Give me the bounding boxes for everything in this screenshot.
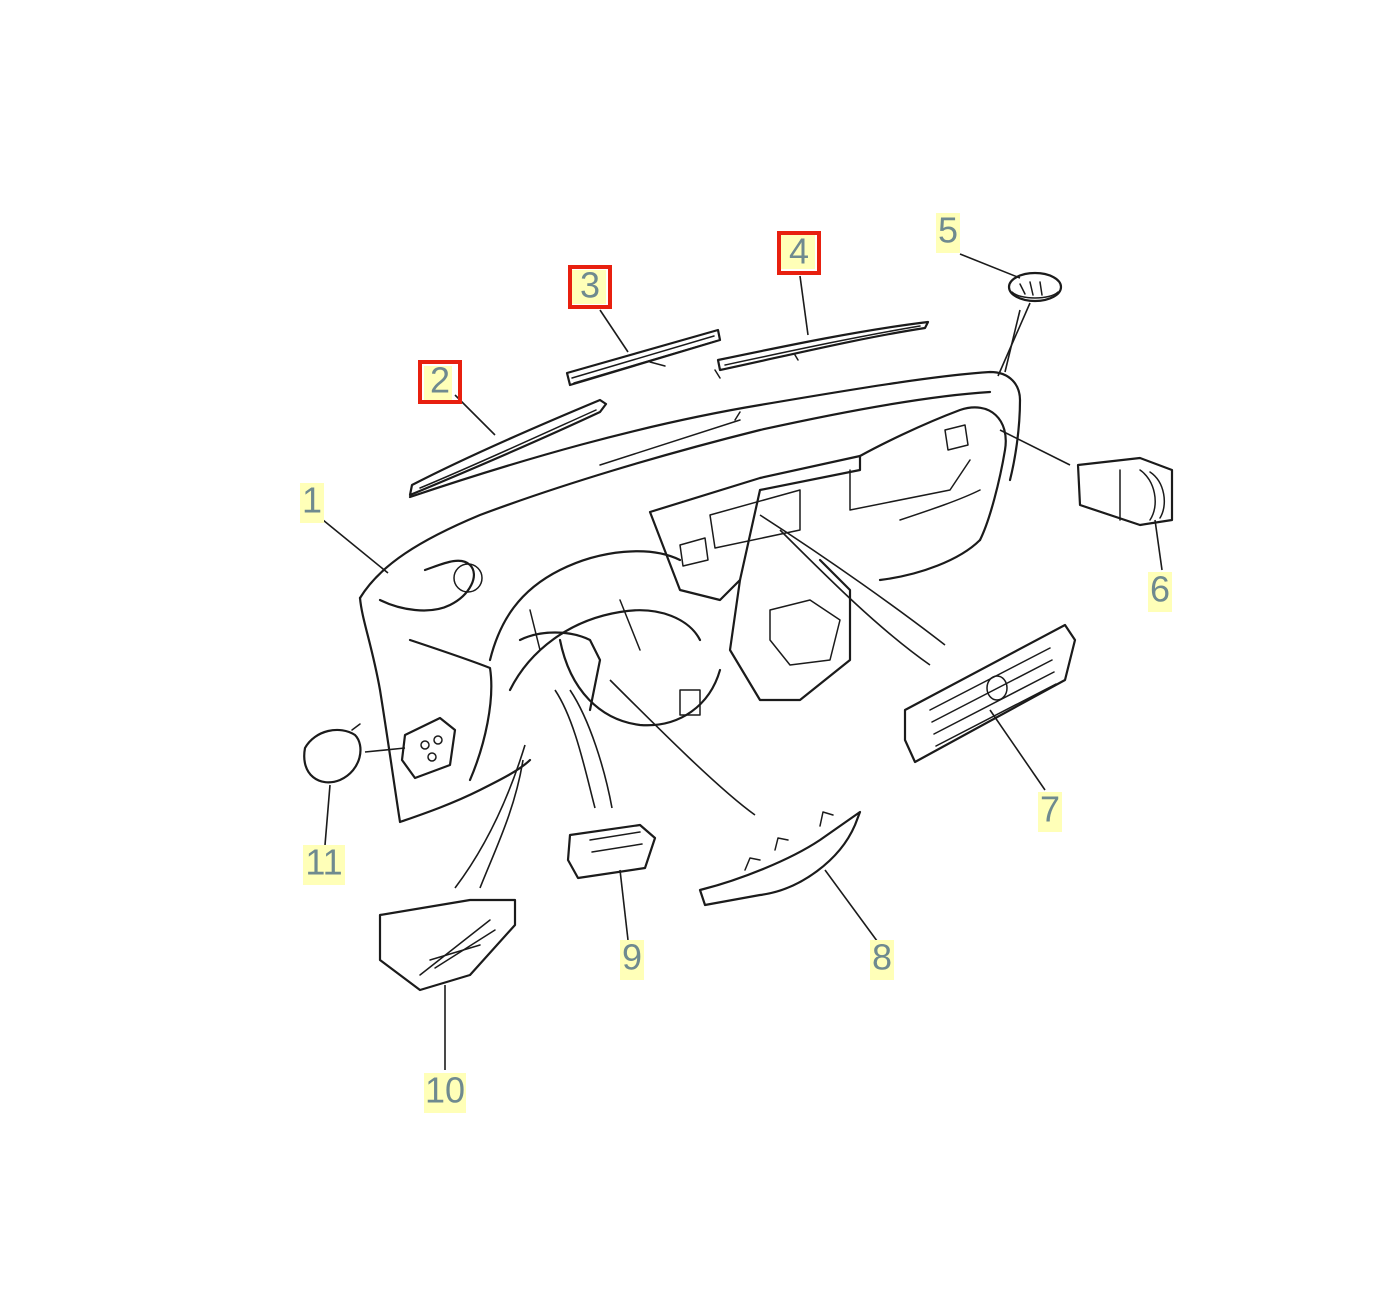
side-vent-cap: [1007, 271, 1063, 303]
callout-11: 11: [303, 842, 345, 885]
svg-text:10: 10: [425, 1070, 465, 1111]
svg-text:11: 11: [305, 842, 342, 883]
callout-2: 2: [418, 360, 462, 404]
defroster-grille-left: [408, 398, 608, 497]
svg-text:7: 7: [1040, 789, 1060, 830]
callout-5: 5: [936, 210, 960, 253]
defroster-grille-right: [714, 320, 930, 379]
callout-10: 10: [424, 1070, 466, 1113]
callout-3: 3: [568, 265, 612, 309]
svg-text:6: 6: [1150, 569, 1170, 610]
callout-6: 6: [1148, 569, 1172, 612]
lower-trim-panel: [698, 810, 862, 907]
side-vent-right: [1076, 456, 1174, 527]
leader-lines: [322, 253, 1163, 1070]
svg-text:2: 2: [430, 360, 450, 401]
svg-text:1: 1: [302, 480, 322, 521]
callout-1: 1: [300, 480, 324, 523]
callout-4: 4: [777, 231, 821, 275]
knob-switch: [303, 716, 457, 784]
svg-text:5: 5: [938, 210, 958, 251]
lower-vent-duct: [378, 898, 517, 992]
callout-7: 7: [1038, 789, 1062, 832]
callout-9: 9: [620, 937, 644, 980]
dashboard-panel: [358, 370, 1022, 824]
svg-text:9: 9: [622, 937, 642, 978]
svg-text:8: 8: [872, 937, 892, 978]
small-vent: [566, 823, 657, 880]
center-vent-grille: [903, 623, 1077, 764]
defroster-grille-center: [565, 328, 722, 387]
svg-text:3: 3: [580, 265, 600, 306]
svg-text:4: 4: [789, 231, 809, 272]
callout-8: 8: [870, 937, 894, 980]
